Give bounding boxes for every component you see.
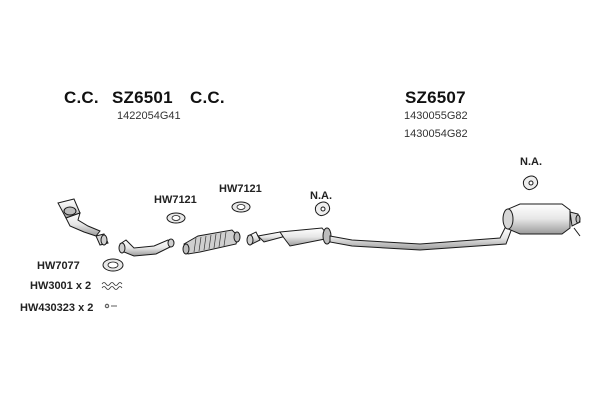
bolt-hw430323-icon bbox=[104, 303, 117, 309]
oem-code-right-1: 1430055G82 bbox=[404, 110, 468, 122]
label-hw7121-right: HW7121 bbox=[219, 183, 262, 195]
hanger-na-center-icon bbox=[314, 201, 331, 217]
hanger-na-right-icon bbox=[522, 175, 539, 191]
label-hw430323: HW430323 x 2 bbox=[20, 302, 94, 314]
oem-code-right-2: 1430054G82 bbox=[404, 128, 468, 140]
gasket-hw7121-right bbox=[231, 201, 251, 213]
flex-pipe bbox=[182, 229, 241, 255]
front-downpipe bbox=[57, 198, 109, 246]
oem-code-left: 1422054G41 bbox=[117, 110, 181, 122]
spring-hw3001-icon bbox=[101, 282, 123, 290]
part-number-sz6501: SZ6501 bbox=[112, 88, 173, 107]
gasket-hw7121-left bbox=[166, 212, 186, 224]
label-na-center: N.A. bbox=[310, 190, 332, 202]
rear-silencer bbox=[502, 203, 581, 237]
label-hw3001: HW3001 x 2 bbox=[30, 280, 92, 292]
cc-left-label: C.C. bbox=[64, 88, 99, 107]
cc-right-label: C.C. bbox=[190, 88, 225, 107]
bend-pipe bbox=[118, 238, 175, 257]
label-hw7121-left: HW7121 bbox=[154, 194, 197, 206]
label-na-right: N.A. bbox=[520, 156, 542, 168]
gasket-hw7077 bbox=[102, 258, 124, 272]
part-number-sz6507: SZ6507 bbox=[405, 88, 466, 107]
centre-silencer bbox=[246, 225, 513, 251]
label-hw7077: HW7077 bbox=[37, 260, 80, 272]
